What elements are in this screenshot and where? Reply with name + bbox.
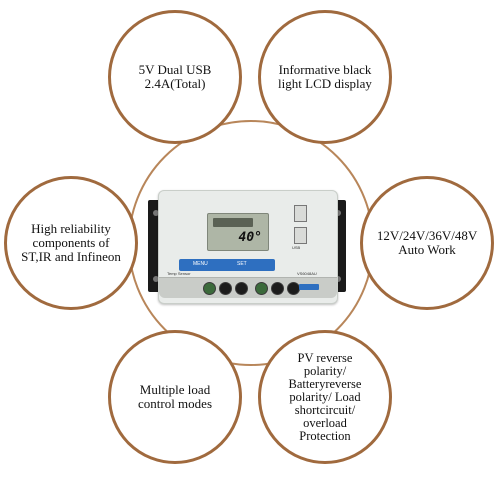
feature-lcd-line-1: Informative black — [278, 62, 372, 77]
lcd-reading: 40° — [238, 230, 262, 245]
mounting-hole — [335, 276, 341, 282]
usb-port-1 — [294, 205, 307, 222]
feature-usb-line-1: 5V Dual USB — [138, 62, 212, 77]
feature-protection-line-5: shortcircuit/ — [294, 402, 356, 417]
feature-voltage-line-1: 12V/24V/36V/48V — [376, 228, 478, 243]
terminal-screw — [203, 282, 216, 295]
feature-protection-line-2: polarity/ — [303, 363, 347, 378]
feature-load-modes: Multiple load control modes — [108, 330, 242, 464]
terminal-screw — [219, 282, 232, 295]
feature-lcd: Informative black light LCD display — [258, 10, 392, 144]
menu-label: MENU — [193, 261, 208, 267]
feature-reliability-line-2: components of — [32, 235, 110, 250]
lcd-display: 40° — [207, 213, 269, 251]
feature-protection-line-7: Protection — [299, 428, 351, 443]
brand-logo — [299, 284, 319, 290]
temp-sensor-label: Temp Sensor — [167, 271, 191, 276]
terminal-screw — [235, 282, 248, 295]
mounting-hole — [153, 276, 159, 282]
terminal-screw — [255, 282, 268, 295]
mounting-hole — [153, 210, 159, 216]
model-label: VS6048AU — [297, 271, 317, 276]
feature-protection-line-1: PV reverse — [297, 350, 353, 365]
feature-usb-line-2: 2.4A(Total) — [144, 76, 206, 91]
feature-reliability: High reliability components of ST,IR and… — [4, 176, 138, 310]
button-strip: MENU SET — [179, 259, 275, 271]
charge-controller-image: 40° USB MENU SET Temp Sensor VS6048AU — [148, 186, 346, 304]
controller-body: 40° USB MENU SET Temp Sensor VS6048AU — [158, 190, 338, 304]
terminal-row — [159, 277, 337, 298]
feature-load-modes-line-2: control modes — [137, 396, 212, 411]
lcd-status-icons — [213, 218, 253, 227]
feature-reliability-line-1: High reliability — [31, 221, 111, 236]
feature-protection-line-3: Batteryreverse — [288, 376, 362, 391]
feature-load-modes-line-1: Multiple load — [139, 382, 211, 397]
feature-voltage-line-2: Auto Work — [398, 242, 456, 257]
feature-protection: PV reverse polarity/ Batteryreverse pola… — [258, 330, 392, 464]
feature-reliability-line-3: ST,IR and Infineon — [21, 249, 121, 264]
mounting-hole — [335, 210, 341, 216]
feature-voltage: 12V/24V/36V/48V Auto Work — [360, 176, 494, 310]
usb-label: USB — [292, 245, 301, 250]
feature-lcd-line-2: light LCD display — [278, 76, 372, 91]
terminal-screw — [271, 282, 284, 295]
feature-protection-line-4: polarity/ Load — [289, 389, 361, 404]
set-label: SET — [237, 261, 247, 267]
usb-port-2 — [294, 227, 307, 244]
feature-protection-line-6: overload — [303, 415, 347, 430]
feature-usb: 5V Dual USB 2.4A(Total) — [108, 10, 242, 144]
